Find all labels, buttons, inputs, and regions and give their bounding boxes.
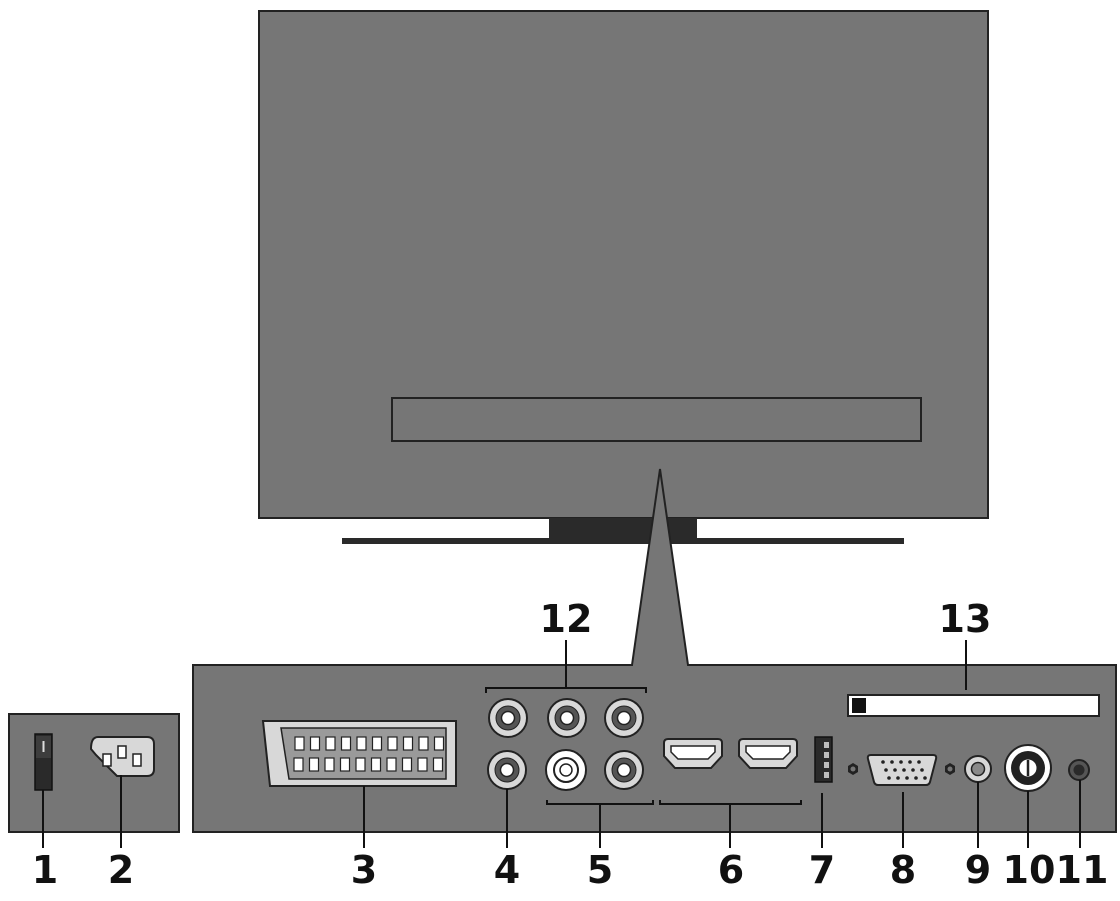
rca-jack-icon[interactable] bbox=[545, 749, 587, 791]
callout-7: 7 bbox=[808, 848, 836, 892]
vga-pin bbox=[917, 760, 921, 764]
vga-pin bbox=[881, 760, 885, 764]
scart-pin bbox=[371, 736, 383, 751]
scart-pin bbox=[433, 736, 445, 751]
tv-rear-view bbox=[258, 10, 989, 544]
rca-jack-icon[interactable] bbox=[488, 698, 528, 738]
scart-pin bbox=[370, 757, 382, 772]
scart-pin bbox=[340, 736, 352, 751]
vga-pin bbox=[884, 768, 888, 772]
callout-2: 2 bbox=[107, 848, 135, 892]
scart-pin bbox=[417, 757, 428, 772]
rca-jack-icon[interactable] bbox=[487, 750, 527, 790]
vga-pin bbox=[893, 768, 897, 772]
antenna-socket-icon[interactable] bbox=[1004, 744, 1052, 792]
power-panel bbox=[8, 713, 180, 833]
scart-pin bbox=[432, 757, 444, 772]
scart-pin bbox=[309, 736, 321, 751]
callout-12: 12 bbox=[539, 597, 593, 641]
vga-port-icon[interactable] bbox=[848, 754, 955, 786]
scart-pin bbox=[324, 757, 335, 772]
rocker-switch-icon[interactable] bbox=[34, 733, 53, 791]
hdmi-port-icon[interactable] bbox=[663, 738, 723, 769]
scart-pin bbox=[356, 736, 367, 751]
vga-pin bbox=[914, 776, 918, 780]
vga-pin-grid bbox=[881, 760, 927, 780]
audio-jack-icon[interactable] bbox=[964, 755, 992, 783]
scart-pin bbox=[401, 757, 413, 772]
scart-pin-grid bbox=[293, 736, 445, 772]
callout-8: 8 bbox=[889, 848, 917, 892]
vga-pin bbox=[899, 760, 903, 764]
scart-pin bbox=[293, 757, 304, 772]
vga-pin bbox=[920, 768, 924, 772]
callout-9: 9 bbox=[964, 848, 992, 892]
callout-5: 5 bbox=[586, 848, 614, 892]
scart-socket-icon[interactable] bbox=[261, 720, 457, 787]
scart-pin bbox=[294, 736, 305, 751]
vga-pin bbox=[923, 776, 927, 780]
hdmi-port-icon[interactable] bbox=[738, 738, 798, 769]
callout-6: 6 bbox=[717, 848, 745, 892]
scart-pin bbox=[418, 736, 429, 751]
callout-13: 13 bbox=[938, 597, 992, 641]
scart-pin bbox=[325, 736, 336, 751]
vga-pin bbox=[905, 776, 909, 780]
headphone-jack-icon[interactable] bbox=[1068, 759, 1090, 781]
usb-port-icon[interactable] bbox=[814, 736, 833, 783]
scart-pin bbox=[339, 757, 351, 772]
iec-power-socket-icon[interactable] bbox=[89, 736, 155, 777]
callout-4: 4 bbox=[493, 848, 521, 892]
tv-stand-base bbox=[342, 538, 904, 544]
scart-pin bbox=[387, 736, 398, 751]
scart-pin bbox=[308, 757, 320, 772]
scart-pin bbox=[386, 757, 397, 772]
scart-pin bbox=[355, 757, 366, 772]
scart-pin bbox=[402, 736, 414, 751]
callout-1: 1 bbox=[31, 848, 59, 892]
tv-rear-panel-recess bbox=[391, 397, 922, 442]
vga-pin bbox=[902, 768, 906, 772]
vga-pin bbox=[890, 760, 894, 764]
vga-pin bbox=[887, 776, 891, 780]
rca-jacks-12 bbox=[488, 698, 644, 738]
callout-11: 11 bbox=[1055, 848, 1109, 892]
rca-jacks-lower bbox=[487, 749, 644, 791]
rca-jack-icon[interactable] bbox=[547, 698, 587, 738]
vga-pin bbox=[908, 760, 912, 764]
vga-pin bbox=[896, 776, 900, 780]
vga-pin bbox=[911, 768, 915, 772]
callout-lines bbox=[42, 640, 1081, 848]
ci-slot-icon[interactable] bbox=[847, 694, 1100, 717]
rca-jack-icon[interactable] bbox=[604, 698, 644, 738]
callout-3: 3 bbox=[350, 848, 378, 892]
callout-10: 10 bbox=[1002, 848, 1056, 892]
rca-jack-icon[interactable] bbox=[604, 750, 644, 790]
